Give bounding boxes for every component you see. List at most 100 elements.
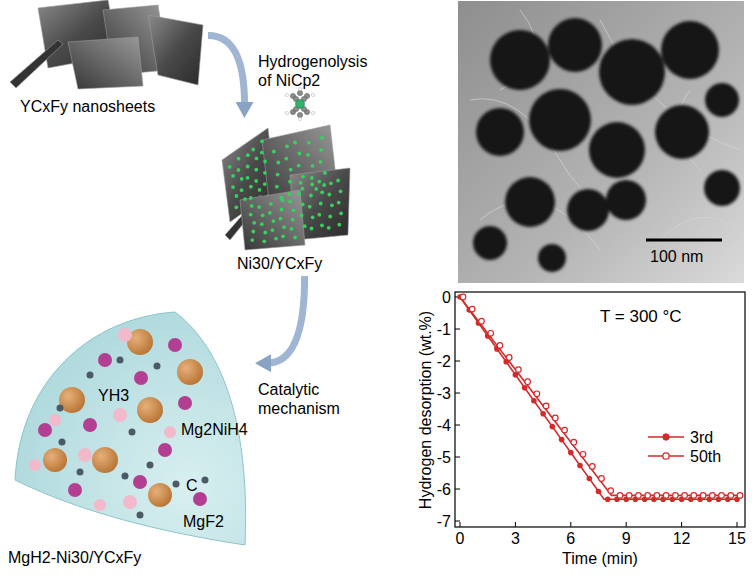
marker-50th [682,493,688,499]
axis-ticks [455,297,737,527]
tick-label: 9 [622,529,631,548]
ni-particle [260,151,264,155]
ni-particle [317,180,321,184]
ni-particle [246,176,250,180]
ni-particle [254,179,258,183]
process-arrow [267,276,305,363]
ni-particle [250,238,254,242]
ni-particle [246,153,250,157]
marker-50th [617,493,623,499]
marker-50th [636,493,642,499]
ni-particle [240,188,244,192]
marker-50th [608,488,614,494]
marker-50th [497,343,503,349]
ni-particle [298,192,302,196]
marker-50th [645,493,651,499]
ni-particle [281,198,285,202]
ni-particle [310,183,314,187]
ni-particle [258,188,262,192]
marker-50th [737,493,743,499]
ni-particle [234,205,238,209]
tick-label: 3 [511,529,520,548]
ni-particle [281,234,285,238]
nanosheet [240,190,305,250]
ni-particle [275,185,279,189]
ni-particle [272,219,276,223]
ni-particle [276,161,280,165]
ni-particle [339,189,343,193]
tick-label: 0 [442,288,451,307]
ni-particle [317,213,321,217]
marker-3rd [559,437,565,443]
marker-50th [673,493,679,499]
marker-50th [469,306,475,312]
tick-label: -2 [437,352,451,371]
ni-particle [268,211,272,215]
marker-3rd [513,372,519,378]
ni-particle [339,212,343,216]
marker-3rd [596,489,602,495]
marker-50th [626,493,632,499]
tick-label: -4 [437,416,451,435]
ni-particle [292,208,296,212]
ni-particle [254,168,258,172]
tick-label: -5 [437,448,451,467]
ni-particle [291,218,295,222]
marker-50th [525,379,531,385]
ni-particle [249,185,253,189]
tem-fibres [470,10,740,250]
ni-particle [299,181,303,185]
marker-50th [719,493,725,499]
nanosheet-drawing [10,0,203,89]
ni-particle [290,227,294,231]
curve-3rd [460,297,737,499]
marker-50th [460,294,466,300]
ni-particle [260,222,264,226]
ni-particle [249,196,253,200]
marker-50th [506,355,512,361]
desorption-chart [455,292,745,527]
yh3-particles [43,329,203,507]
tick-label: 12 [673,529,691,548]
marker-3rd [587,476,593,482]
ni-particle [261,213,265,217]
ni-particle [252,221,256,225]
marker-3rd [605,496,611,502]
marker-50th [543,403,549,409]
data-markers [457,294,743,502]
marker-50th [534,391,540,397]
process-arrow [208,35,245,106]
marker-50th [562,427,568,433]
ni-particle [231,174,235,178]
axis-title: Time (min) [562,549,638,568]
mgf2-particles [29,328,176,511]
arrow-label: Catalytic mechanism [258,380,362,418]
scale-label: 100 nm [650,247,703,266]
ni-sheet-node: Ni30/YCxFy [215,118,355,276]
tick-label: -1 [437,320,451,339]
marker-50th [700,493,706,499]
ni-particle [243,197,247,201]
marker-50th [728,493,734,499]
ni-particle [327,193,331,197]
marker-3rd [568,450,574,456]
ni-particle [323,171,327,175]
tem-background [458,1,744,283]
ni-particle [320,136,324,140]
composite-node: YH3Mg2NiH4CMgF2MgH2-Ni30/YCxFy [0,300,255,575]
ni-particle [337,223,341,227]
condition-label: T = 300 °C [600,307,682,326]
nanosheet [10,40,63,88]
ni-particle [293,236,297,240]
ni-particle [285,145,289,149]
axis-title: Hydrogen desorption (wt.%) [416,311,435,509]
marker-3rd [550,424,556,430]
ni-particle [320,190,324,194]
ni-particle [231,185,235,189]
ni-particle [306,153,310,157]
ni-particle [251,230,255,234]
ni-particle [328,215,332,219]
ni-particle [319,202,323,206]
